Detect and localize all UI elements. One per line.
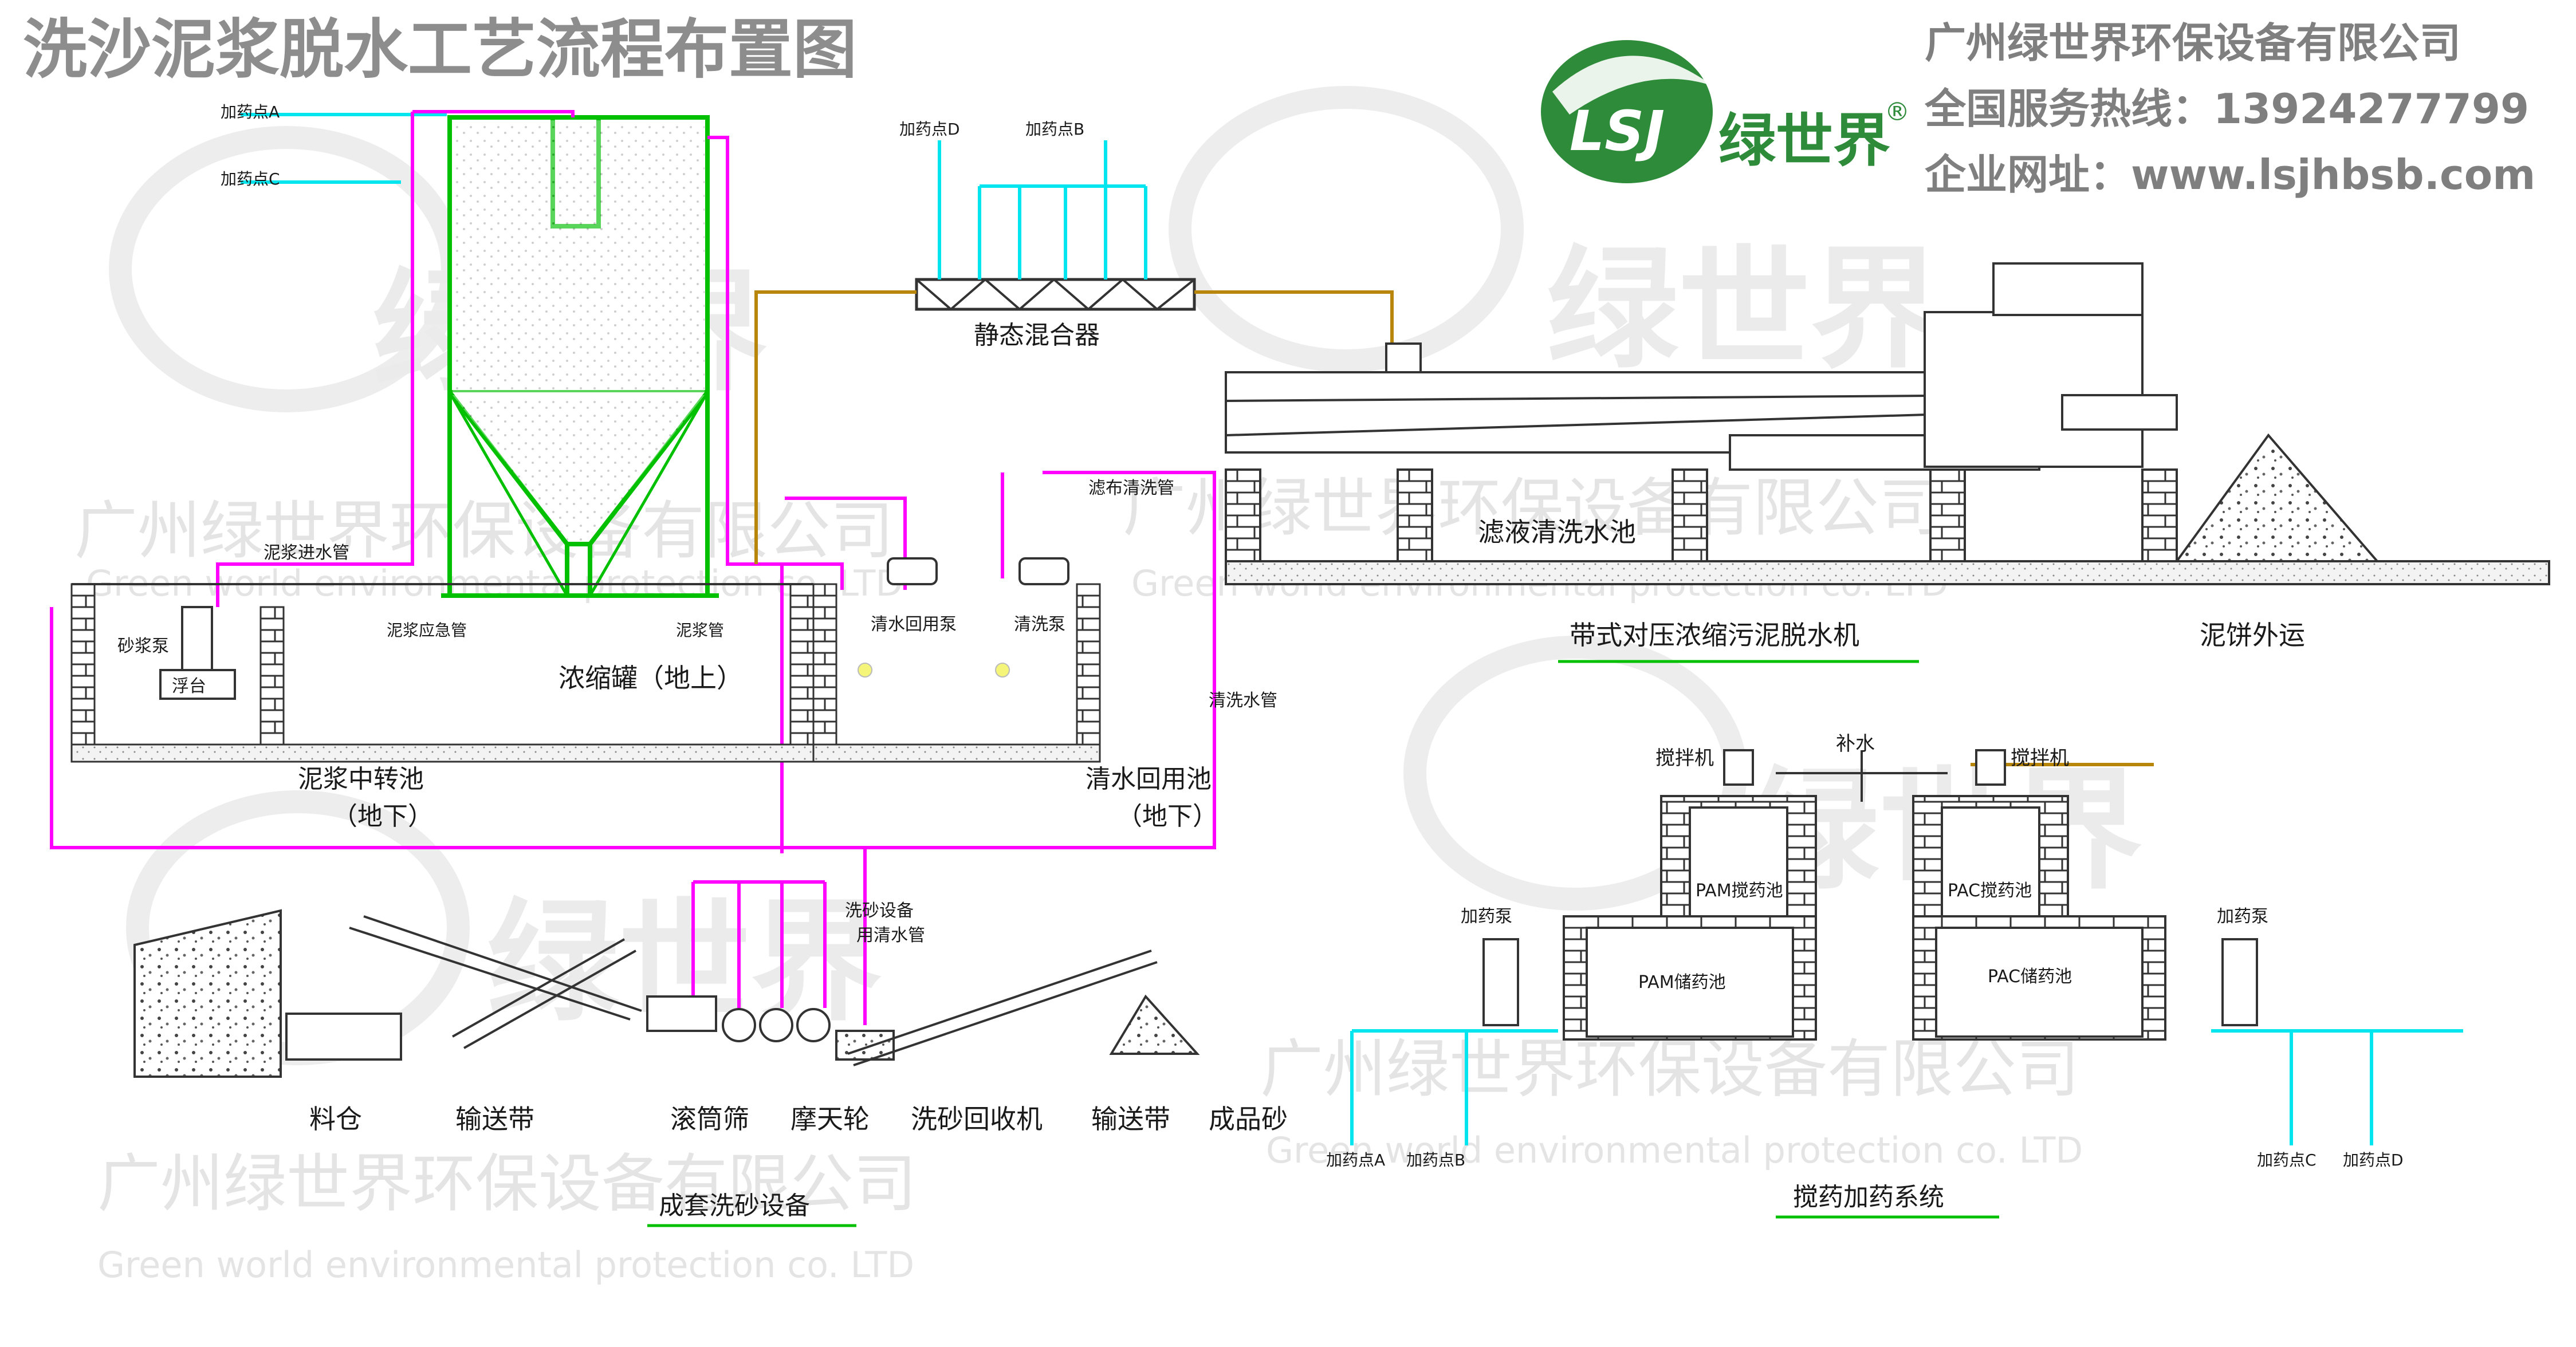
watermark-company-1: 广州绿世界环保设备有限公司 bbox=[74, 494, 894, 568]
watermark-brand-2: 绿世界 bbox=[1547, 234, 1942, 387]
watermark-english-4: Green world environmental protection co.… bbox=[97, 1244, 914, 1286]
label-sand-equip-pipe-1: 洗砂设备 bbox=[845, 901, 914, 921]
belt-press bbox=[1225, 262, 2550, 585]
label-transfer-pool-1: 泥浆中转池 bbox=[298, 765, 424, 794]
label-transfer-pool-2: （地下） bbox=[332, 802, 433, 831]
label-clear-pool-1: 清水回用池 bbox=[1086, 765, 1212, 794]
label-dose-pump-1: 加药泵 bbox=[1461, 907, 1512, 927]
label-slurry-pipe: 泥浆管 bbox=[676, 621, 724, 640]
page-title: 洗沙泥浆脱水工艺流程布置图 bbox=[23, 13, 857, 87]
label-out-b: 加药点B bbox=[1406, 1151, 1465, 1169]
label-out-a: 加药点A bbox=[1326, 1151, 1385, 1169]
website: 企业网址：www.lsjhbsb.com bbox=[1925, 151, 2535, 199]
logo-registered: ® bbox=[1885, 97, 1910, 127]
label-dose-pump-2: 加药泵 bbox=[2217, 907, 2268, 927]
static-mixer bbox=[915, 278, 1196, 311]
sand-washing-equipment bbox=[133, 909, 1200, 1078]
label-belt-press: 带式对压浓缩污泥脱水机 bbox=[1570, 620, 1859, 651]
label-filtrate-pool: 滤液清洗水池 bbox=[1478, 517, 1636, 548]
label-dose-a: 加药点A bbox=[221, 103, 280, 121]
label-sand-recovery: 洗砂回收机 bbox=[911, 1104, 1043, 1135]
clear-water-pool bbox=[812, 557, 1101, 763]
label-pac-mix: PAC搅药池 bbox=[1948, 881, 2032, 901]
label-wash-water-pipe: 清洗水管 bbox=[1209, 691, 1277, 711]
label-clear-pump: 清水回用泵 bbox=[871, 615, 957, 635]
label-drum-screen: 滚筒筛 bbox=[670, 1104, 749, 1135]
label-product-sand: 成品砂 bbox=[1209, 1104, 1288, 1135]
transfer-pool bbox=[70, 583, 815, 763]
label-pam-store: PAM储药池 bbox=[1638, 972, 1726, 992]
labels: 加药点A 加药点C 加药点D 加药点B 静态混合器 泥浆进水管 泥浆应急管 泥浆… bbox=[117, 103, 2404, 1220]
hotline: 全国服务热线：13924277799 bbox=[1924, 85, 2529, 133]
label-sand-set: 成套洗砂设备 bbox=[659, 1191, 810, 1220]
watermark-company-3: 广州绿世界环保设备有限公司 bbox=[1260, 1033, 2079, 1106]
label-hopper: 料仓 bbox=[309, 1104, 362, 1135]
label-dosing-system: 搅药加药系统 bbox=[1793, 1183, 1944, 1212]
company-name: 广州绿世界环保设备有限公司 bbox=[1925, 19, 2461, 67]
label-clear-pool-2: （地下） bbox=[1117, 802, 1218, 831]
section-underlines bbox=[647, 660, 1999, 1227]
label-out-d: 加药点D bbox=[2343, 1151, 2404, 1169]
label-emergency-pipe: 泥浆应急管 bbox=[387, 621, 467, 640]
label-sand-equip-pipe-2: 用清水管 bbox=[856, 925, 925, 946]
label-float-platform: 浮台 bbox=[172, 676, 206, 696]
label-dose-d: 加药点D bbox=[899, 120, 960, 139]
dosing-pipes bbox=[241, 113, 2463, 1145]
watermark-logo-2: 绿世界 bbox=[1169, 86, 1942, 387]
dosing-system bbox=[1482, 749, 2258, 1041]
label-out-c: 加药点C bbox=[2257, 1151, 2317, 1169]
label-make-up: 补水 bbox=[1836, 732, 1875, 755]
label-cloth-wash-pipe: 滤布清洗管 bbox=[1088, 478, 1174, 498]
label-conveyor-2: 输送带 bbox=[1091, 1104, 1170, 1135]
watermark-company-4: 广州绿世界环保设备有限公司 bbox=[97, 1147, 917, 1220]
logo-text: 绿世界 bbox=[1718, 107, 1890, 174]
logo-mark: LSJ bbox=[1570, 99, 1665, 163]
label-pac-store: PAC储药池 bbox=[1988, 967, 2072, 987]
cone-fill bbox=[453, 395, 705, 541]
label-sand-pump: 砂浆泵 bbox=[117, 636, 169, 656]
label-dose-c: 加药点C bbox=[221, 170, 280, 188]
label-wash-pump: 清洗泵 bbox=[1014, 615, 1065, 635]
brand-logo: LSJ 绿世界 ® bbox=[1541, 40, 1910, 183]
label-cake-out: 泥饼外运 bbox=[2200, 620, 2305, 651]
label-mixer-1: 搅拌机 bbox=[1655, 747, 1714, 770]
label-thickener: 浓缩罐（地上） bbox=[559, 663, 743, 694]
label-pam-mix: PAM搅药池 bbox=[1696, 881, 1783, 901]
label-conveyor-1: 输送带 bbox=[455, 1104, 534, 1135]
thickener-fill bbox=[453, 120, 705, 392]
label-static-mixer: 静态混合器 bbox=[974, 321, 1100, 350]
label-sludge-inlet: 泥浆进水管 bbox=[264, 543, 349, 563]
label-dose-b: 加药点B bbox=[1025, 120, 1084, 139]
watermark-english-3: Green world environmental protection co.… bbox=[1266, 1129, 2083, 1171]
label-ferris-wheel: 摩天轮 bbox=[791, 1104, 870, 1135]
label-mixer-2: 搅拌机 bbox=[2011, 747, 2069, 770]
